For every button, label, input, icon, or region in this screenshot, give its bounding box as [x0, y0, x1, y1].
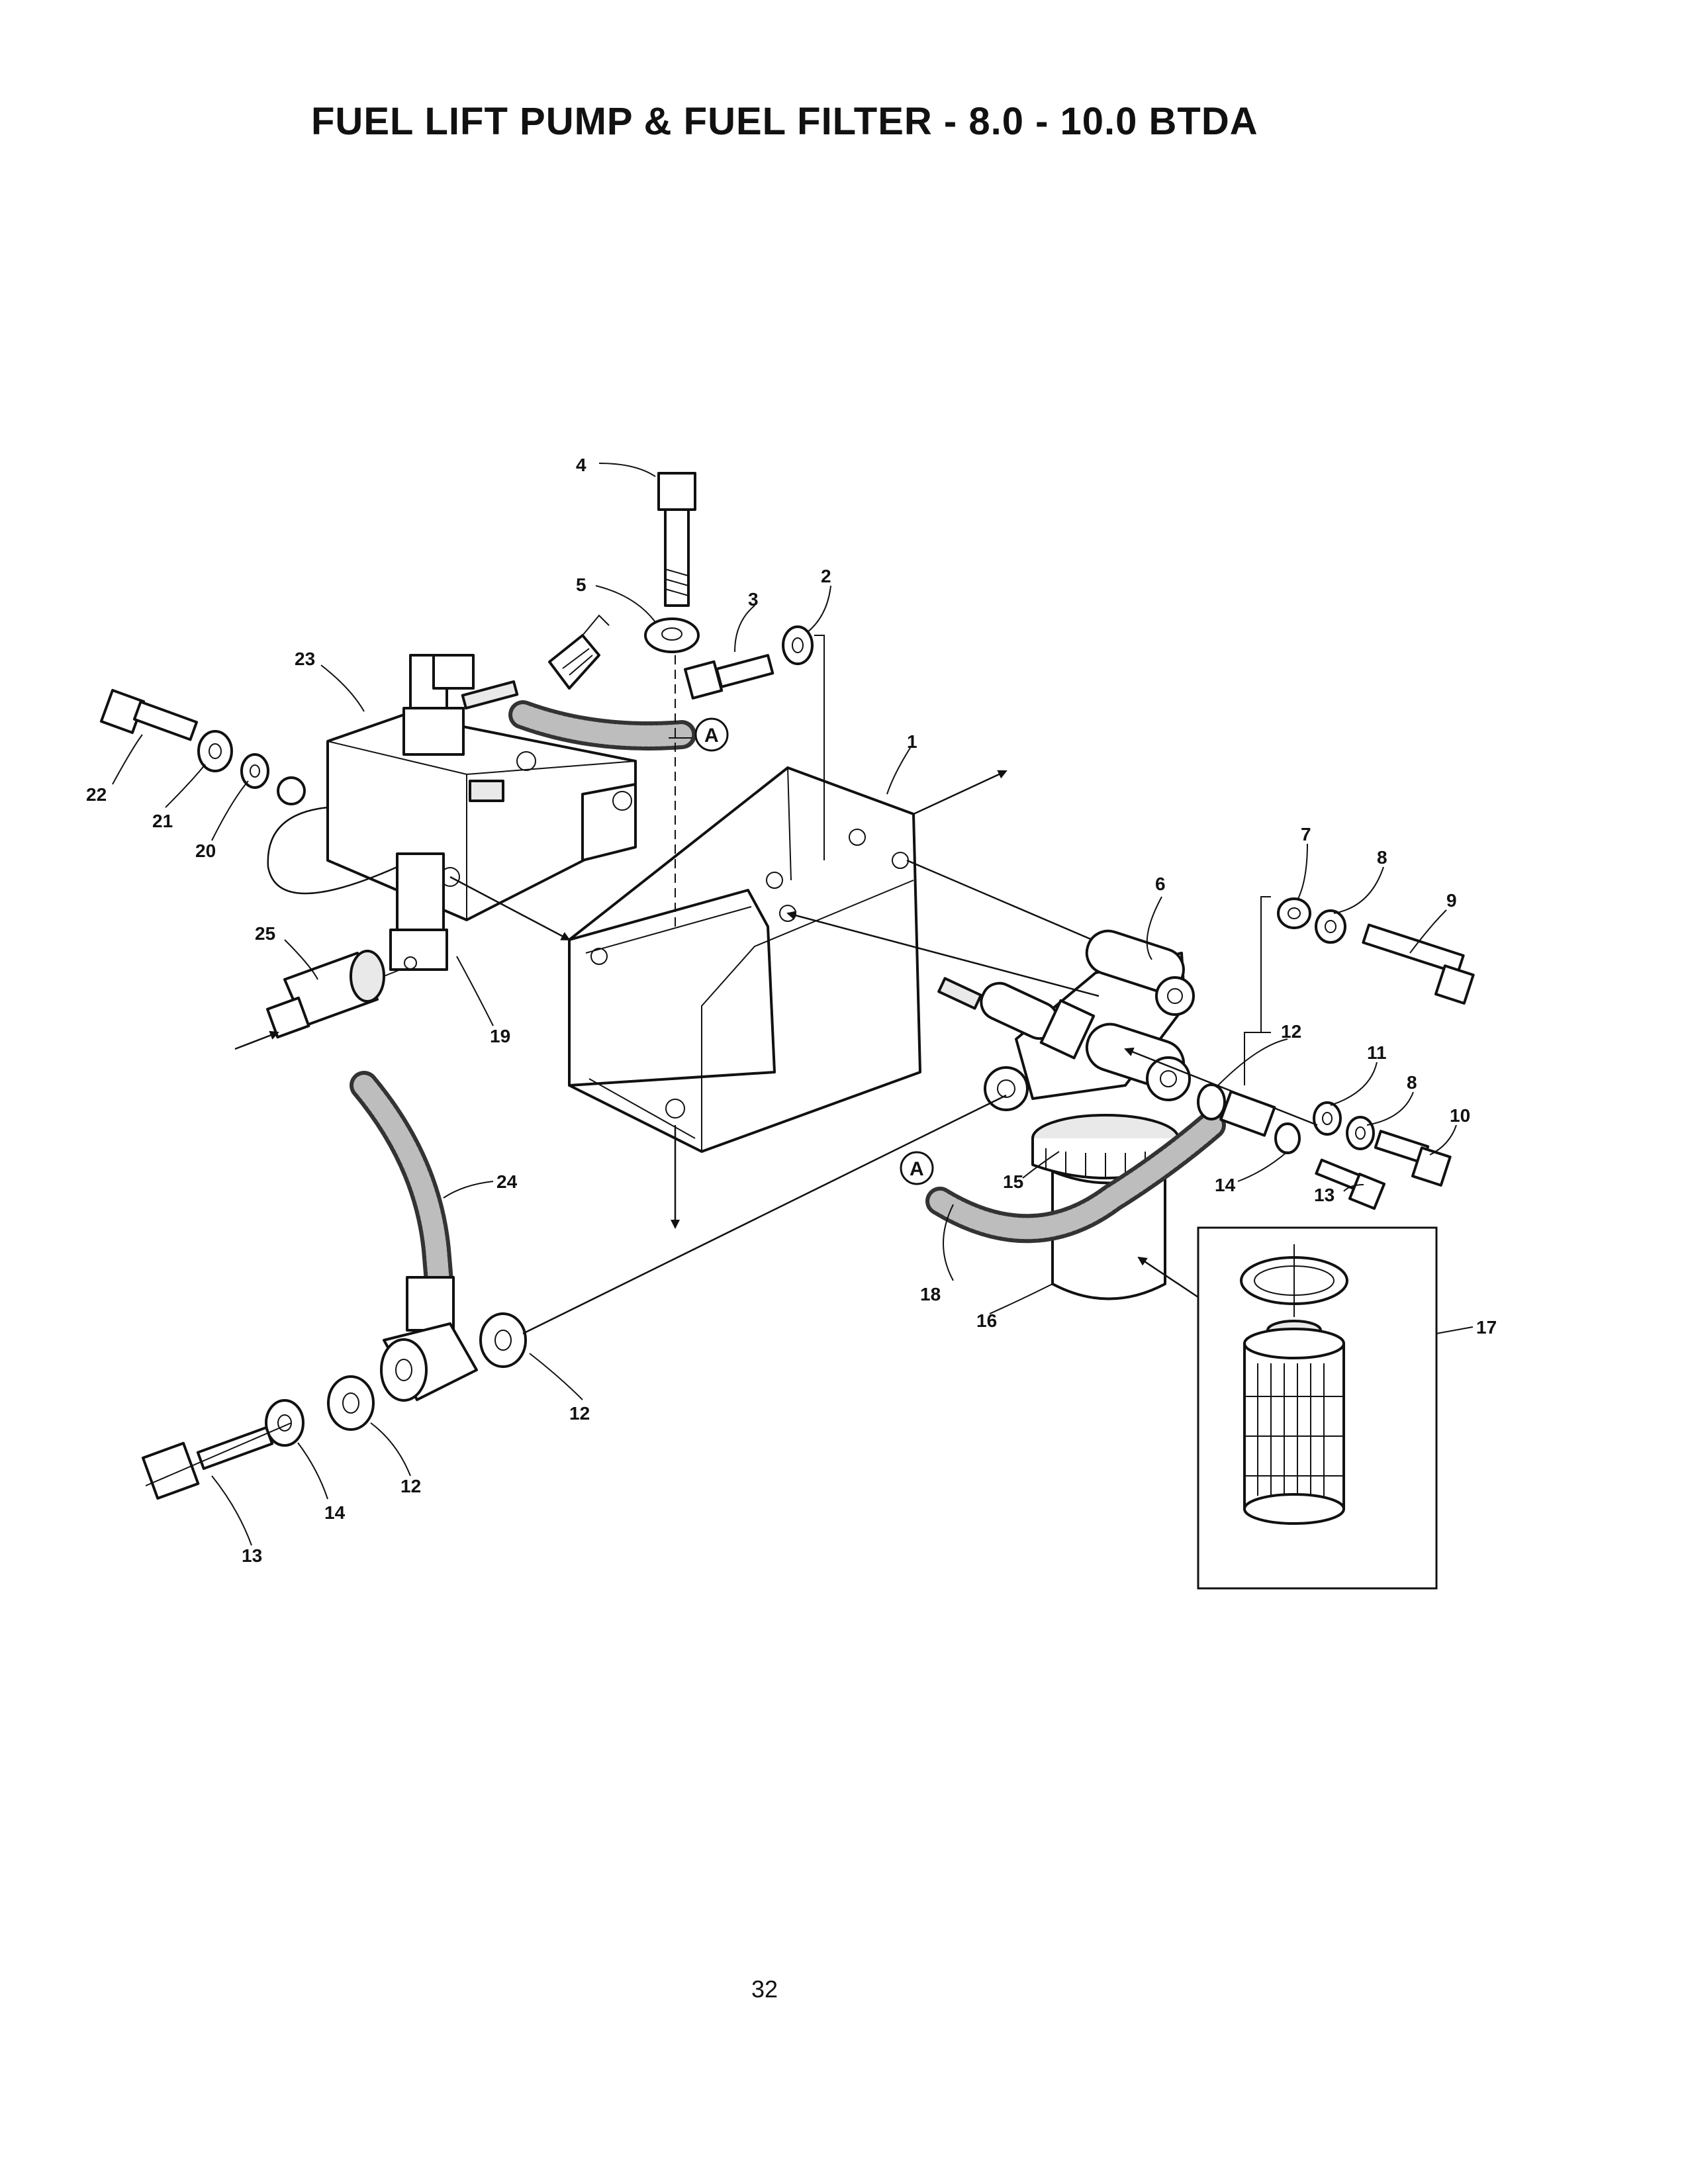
- washer-12-left: [327, 1375, 375, 1431]
- callout-5: 5: [576, 574, 586, 595]
- fuel-sensor: [234, 950, 401, 1050]
- callout-21: 21: [152, 811, 173, 831]
- callout-14-right: 14: [1215, 1175, 1236, 1195]
- filter-return-hose: [925, 1111, 1226, 1244]
- callout-20: 20: [195, 841, 216, 861]
- washer-14-left: [265, 1399, 305, 1447]
- callout-16: 16: [976, 1310, 997, 1331]
- bolt-3: [684, 654, 774, 700]
- bolt-10: [1374, 1130, 1452, 1187]
- washer-7: [1277, 897, 1311, 929]
- callout-12-mid: 12: [569, 1403, 590, 1424]
- callout-12-left: 12: [400, 1476, 421, 1496]
- reference-marker-upper: A: [669, 717, 729, 752]
- callout-labels: 1 2 3 4 5 6 7 8 8 9 10 11 12 12 12 13 13…: [86, 455, 1497, 1566]
- callout-25: 25: [255, 923, 275, 944]
- callout-4: 4: [576, 455, 586, 475]
- callout-24: 24: [496, 1171, 518, 1192]
- page-number: 32: [751, 1976, 778, 2003]
- washer-12-mid: [479, 1312, 527, 1368]
- leader-lines: [112, 463, 1474, 1546]
- washer-12-right: [1197, 1083, 1226, 1120]
- washer-5: [644, 617, 700, 653]
- pump-outlet-hose: [508, 614, 696, 751]
- callout-18: 18: [920, 1284, 941, 1304]
- callout-17: 17: [1476, 1317, 1497, 1338]
- callout-22: 22: [86, 784, 107, 805]
- callout-3: 3: [748, 589, 759, 610]
- callout-11: 11: [1367, 1042, 1387, 1063]
- washer-20: [240, 753, 269, 789]
- callout-13-left: 13: [242, 1545, 262, 1566]
- ring-terminal: [277, 776, 306, 805]
- callout-6: 6: [1155, 874, 1166, 894]
- callout-1: 1: [907, 731, 917, 752]
- washer-8-lower: [1346, 1116, 1375, 1150]
- callout-2: 2: [821, 566, 831, 586]
- bolt-22: [99, 688, 199, 741]
- callout-12-right: 12: [1281, 1021, 1301, 1042]
- filter-element-inset: [1137, 1226, 1438, 1590]
- mounting-bracket: [568, 766, 1008, 1153]
- banjo-bolt-13-right: [1315, 1158, 1386, 1210]
- svg-text:A: A: [704, 725, 719, 747]
- banjo-bolt-13-left: [141, 1426, 274, 1500]
- washer-8-upper: [1315, 909, 1346, 944]
- callout-13-right: 13: [1314, 1185, 1335, 1205]
- earth-wire: [267, 806, 398, 895]
- callout-10: 10: [1450, 1105, 1470, 1126]
- bolt-9: [1362, 923, 1475, 1005]
- callout-19: 19: [490, 1026, 510, 1046]
- callout-23: 23: [295, 649, 315, 669]
- svg-text:A: A: [910, 1158, 924, 1180]
- callout-9: 9: [1446, 890, 1457, 911]
- page-title: FUEL LIFT PUMP & FUEL FILTER - 8.0 - 10.…: [311, 100, 1258, 143]
- callout-14-left: 14: [324, 1502, 346, 1523]
- callout-8-upper: 8: [1377, 847, 1387, 868]
- washer-14-right: [1274, 1122, 1301, 1154]
- washer-21: [197, 730, 233, 772]
- washer-11: [1313, 1101, 1342, 1136]
- callout-7: 7: [1301, 824, 1311, 844]
- filter-head: [937, 929, 1195, 1111]
- reference-marker-lower: A: [900, 1151, 934, 1185]
- feed-hose-24: [350, 1071, 478, 1402]
- callout-8-lower: 8: [1407, 1072, 1417, 1093]
- washer-2: [782, 625, 814, 665]
- callout-15: 15: [1003, 1171, 1023, 1192]
- fuel-lift-pump: [326, 654, 637, 971]
- bolt-4: [657, 472, 696, 607]
